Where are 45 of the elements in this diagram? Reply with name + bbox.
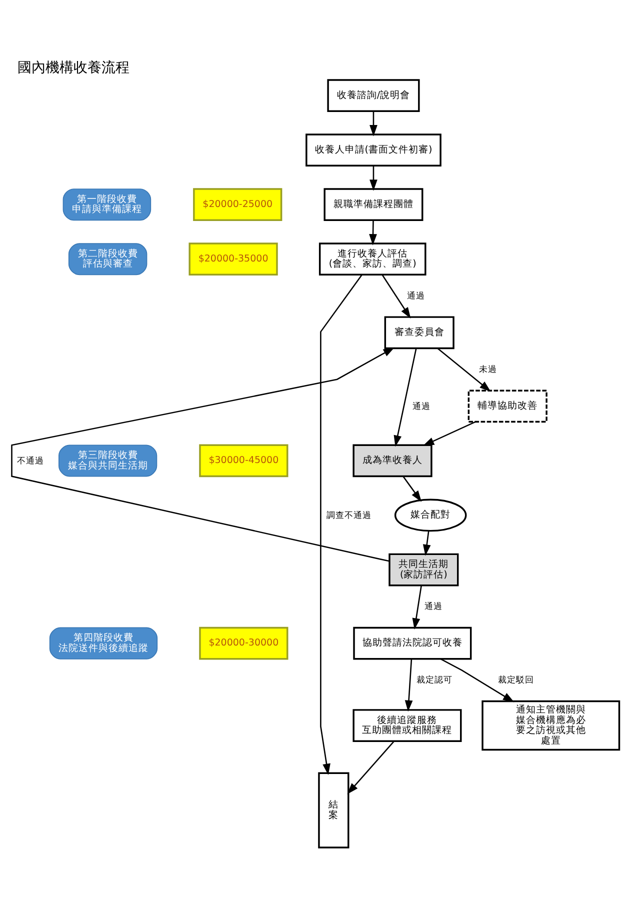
node-box: 後續追蹤服務 互助團體或相關課程: [352, 709, 462, 742]
arrow: [404, 658, 413, 712]
edge-label: 裁定駁回: [498, 676, 534, 686]
node-box: 成為準收養人: [352, 444, 432, 478]
node-box: 收養諮詢/說明會: [327, 79, 420, 112]
node-box: $20000-35000: [188, 242, 278, 276]
node-box: 第二階段收費 評估與審查: [68, 243, 148, 276]
node-box: $20000-25000: [193, 188, 282, 222]
node-ellipse: 媒合配對: [394, 498, 467, 532]
arrow: [370, 111, 378, 136]
arrow: [347, 740, 395, 794]
node-box: 第一階段收費 申請與準備課程: [62, 188, 152, 221]
node-box: 第三階段收費 媒合與共同生活期: [58, 444, 158, 477]
arrow: [440, 658, 514, 702]
edge-label: 調查不通過: [326, 510, 372, 521]
edge-label: 通過: [412, 402, 430, 412]
arrow: [422, 530, 431, 556]
arrow: [382, 274, 411, 319]
edge-label: 通過: [424, 602, 443, 612]
diagram-title: 國內機構收養流程: [18, 60, 130, 76]
arrow: [370, 166, 378, 191]
arrow: [402, 476, 422, 502]
node-box: 親職準備課程團體: [324, 188, 424, 222]
node-box: 收養人申請(書面文件初審): [306, 134, 442, 166]
node-box: 審查委員會: [384, 316, 454, 350]
node-box: 結案: [318, 772, 350, 848]
edge-label: 裁定認可: [416, 676, 453, 686]
node-box: 通知主管機關與媒合機構應為必要之訪視或其他處置: [482, 700, 620, 751]
arrow: [422, 421, 476, 446]
node-box: $20000-30000: [199, 626, 288, 660]
arrow: [320, 274, 362, 775]
arrow: [11, 347, 395, 562]
node-box: 輔導協助改善: [468, 390, 548, 423]
edge-label: 未過: [479, 365, 498, 376]
node-box: 協助聲請法院認可收養: [353, 626, 472, 660]
node-box: $30000-45000: [199, 444, 288, 478]
edge-label: 通過: [407, 291, 426, 302]
edge-label: 不通過: [16, 456, 44, 466]
arrow: [437, 348, 491, 392]
arrow: [412, 585, 422, 630]
node-box: 第四階段收費 法院送件與後續追蹤: [49, 627, 158, 660]
arrow: [394, 348, 417, 447]
node-box: 進行收養人評估 (會談、家訪、調查): [318, 242, 426, 276]
arrow: [369, 220, 377, 246]
node-box: 共同生活期 (家訪評估): [388, 553, 459, 586]
